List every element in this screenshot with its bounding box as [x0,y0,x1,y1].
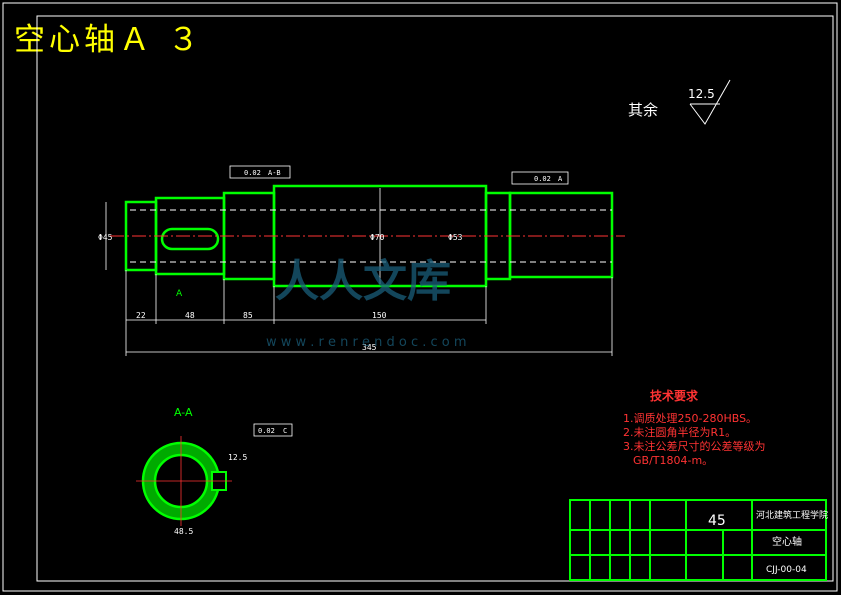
roughness-symbol: 其余 12.5 [628,79,731,125]
svg-text:3.未注公差尺寸的公差等级为: 3.未注公差尺寸的公差等级为 [623,439,766,453]
technical-requirements: 技术要求 1.调质处理250-280HBS。 2.未注圆角半径为R1。 3.未注… [623,388,766,467]
section-label: A-A [174,406,193,419]
svg-text:1.调质处理250-280HBS。: 1.调质处理250-280HBS。 [623,412,757,425]
svg-text:2.未注圆角半径为R1。: 2.未注圆角半径为R1。 [623,425,736,439]
dim-345: 345 [362,343,377,352]
drawing-title: 空心轴Ａ ３ [14,22,203,58]
dim-85: 85 [243,311,253,320]
dimension-lines [105,188,613,356]
roughness-label: 其余 [628,101,658,119]
dim-150: 150 [372,311,387,320]
title-part: 空心轴 [772,535,802,548]
dim-22: 22 [136,311,146,320]
svg-text:0.02: 0.02 [244,169,261,177]
roughness-value: 12.5 [688,87,715,101]
dim-dia-mid2: Φ53 [448,233,463,242]
tolerance-frame-top: 0.02 A-B [229,165,291,179]
watermark-url: w w w . r e n r e n d o c . c o m [266,335,467,350]
svg-text:C: C [283,427,287,435]
dim-section-width: 48.5 [174,527,193,536]
bore-lines [130,209,612,263]
dim-section-height: 12.5 [228,453,247,462]
tolerance-frame-right: 0.02 A [511,171,569,185]
svg-text:0.02: 0.02 [534,175,551,183]
dim-dia-mid: Φ70 [370,233,385,242]
section-arrow-a: A [176,289,183,299]
inner-frame [36,15,834,582]
title-school: 河北建筑工程学院 [756,509,828,521]
svg-text:GB/T1804-m。: GB/T1804-m。 [633,454,713,467]
svg-text:A-B: A-B [268,169,281,177]
title-block [569,499,827,581]
dim-dia-left: Φ45 [98,233,113,242]
watermark-logo: 人人文库 [275,256,451,307]
title-drawing-no: CJJ-00-04 [766,565,807,575]
title-material: 45 [708,513,726,529]
svg-text:技术要求: 技术要求 [650,388,699,403]
dim-48: 48 [185,311,195,320]
svg-text:A: A [558,175,563,183]
section-view: 0.02 C 48.5 12.5 [136,423,293,536]
svg-text:0.02: 0.02 [258,427,275,435]
